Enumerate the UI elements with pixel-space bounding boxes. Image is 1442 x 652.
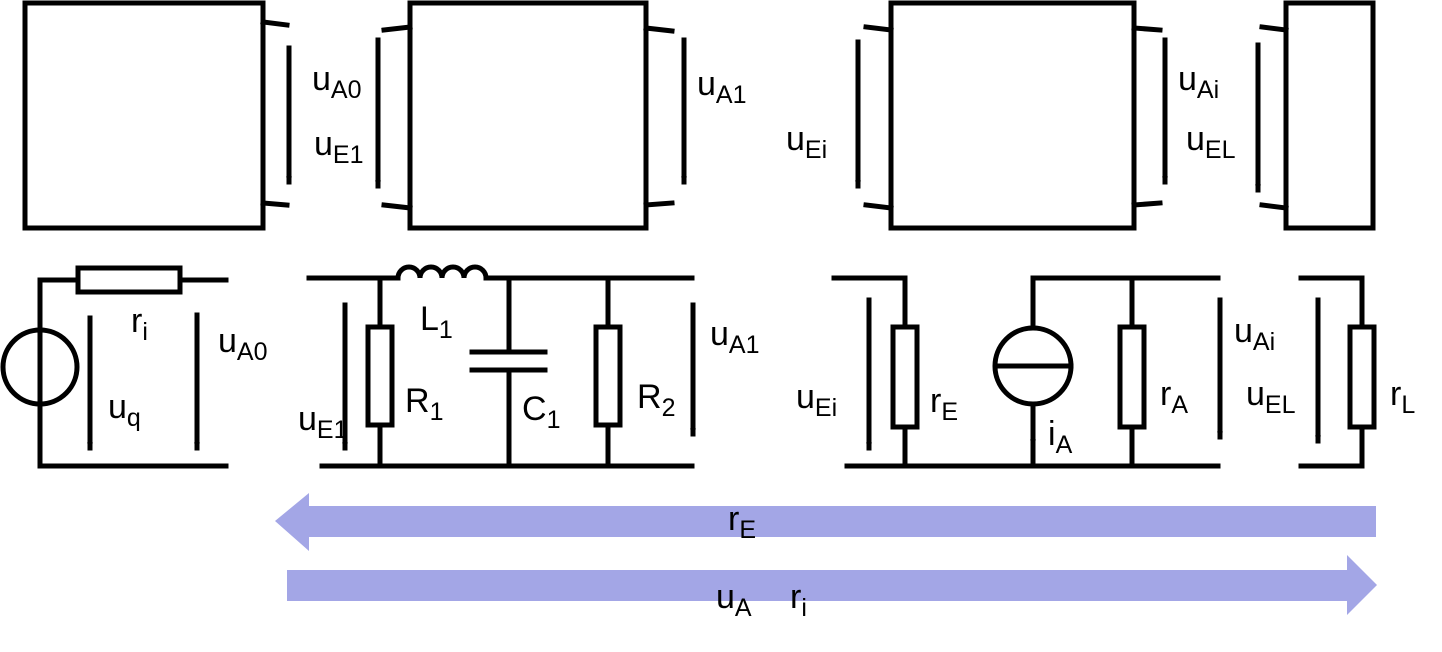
inductor-l1-icon bbox=[395, 264, 489, 279]
u-a1-circuit-label: uA1 bbox=[710, 315, 760, 359]
filter-block-pin-out-bottom bbox=[643, 200, 675, 208]
load-block bbox=[1283, 0, 1376, 231]
source-block-pin-bottom bbox=[260, 200, 290, 208]
u-a0-label: uA0 bbox=[312, 60, 362, 104]
resistor-ri bbox=[75, 265, 183, 295]
u-el-circuit-label: uEL bbox=[1246, 375, 1296, 419]
u-ei-label: uEi bbox=[786, 120, 827, 164]
stage-circuit: uEi rE iA rA uAi bbox=[796, 275, 1275, 469]
r2-label: R2 bbox=[637, 378, 675, 422]
u-ai-circuit-label: uAi bbox=[1234, 312, 1275, 356]
forward-flow-r-label: ri bbox=[790, 578, 807, 622]
u-e1-label: uE1 bbox=[314, 125, 364, 169]
backward-flow-arrow bbox=[275, 493, 1376, 551]
block-row: uA0 uE1 uA1 uEi uAi uEL bbox=[22, 0, 1376, 231]
ra-label: rA bbox=[1160, 375, 1188, 419]
source-block bbox=[22, 0, 266, 231]
re-label: rE bbox=[930, 382, 958, 426]
source-top-wire-left bbox=[37, 277, 81, 332]
ri-label: ri bbox=[131, 302, 148, 346]
filter-block-pin-out-top bbox=[643, 25, 675, 34]
source-circuit: ri uq uA0 bbox=[0, 265, 268, 469]
u-ai-label: uAi bbox=[1178, 60, 1219, 104]
resistor-re bbox=[890, 324, 920, 430]
u-ei-circuit-label: uEi bbox=[796, 378, 837, 422]
flow-arrows: rE uA ri bbox=[275, 493, 1377, 622]
source-bottom-wire bbox=[37, 401, 229, 469]
load-block-pin-bottom bbox=[1259, 202, 1289, 211]
filter-circuit: uE1 L1 R1 C1 R2 uA1 bbox=[298, 264, 760, 469]
stage-block-pin-out-bottom bbox=[1131, 200, 1163, 208]
u-el-label: uEL bbox=[1186, 120, 1236, 164]
stage-block-pin-out-top bbox=[1131, 25, 1163, 33]
ia-label: iA bbox=[1048, 415, 1073, 459]
resistor-r2 bbox=[593, 324, 623, 428]
uq-label: uq bbox=[108, 388, 141, 432]
source-block-pin-top bbox=[260, 19, 290, 28]
u-e1-circuit-label: uE1 bbox=[298, 400, 348, 444]
stage-i-block bbox=[888, 0, 1137, 231]
rl-label: rL bbox=[1390, 375, 1415, 419]
filter-block-pin-in-top bbox=[381, 24, 413, 33]
stage-block-pin-in-bottom bbox=[863, 202, 894, 211]
filter-block bbox=[407, 0, 649, 231]
forward-flow-arrow bbox=[287, 555, 1377, 615]
u-a1-label: uA1 bbox=[697, 65, 747, 109]
u-a0-circuit-label: uA0 bbox=[218, 322, 268, 366]
resistor-r1 bbox=[365, 324, 395, 428]
load-block-pin-top bbox=[1259, 24, 1289, 33]
stage-output-top-wire bbox=[1030, 275, 1221, 330]
l1-label: L1 bbox=[420, 300, 453, 344]
stage-block-pin-in-top bbox=[863, 24, 894, 33]
stage-input-top-wire bbox=[831, 275, 908, 330]
resistor-rl bbox=[1347, 324, 1377, 430]
filter-block-pin-in-bottom bbox=[381, 202, 413, 211]
r1-label: R1 bbox=[405, 382, 443, 426]
resistor-ra bbox=[1117, 324, 1147, 430]
c1-label: C1 bbox=[522, 390, 560, 434]
backward-flow-label: rE bbox=[728, 500, 756, 544]
load-circuit: uEL rL bbox=[1246, 275, 1415, 469]
load-top-wire bbox=[1298, 275, 1365, 330]
load-bottom-wire bbox=[1298, 424, 1365, 469]
forward-flow-u-label: uA bbox=[716, 578, 752, 622]
